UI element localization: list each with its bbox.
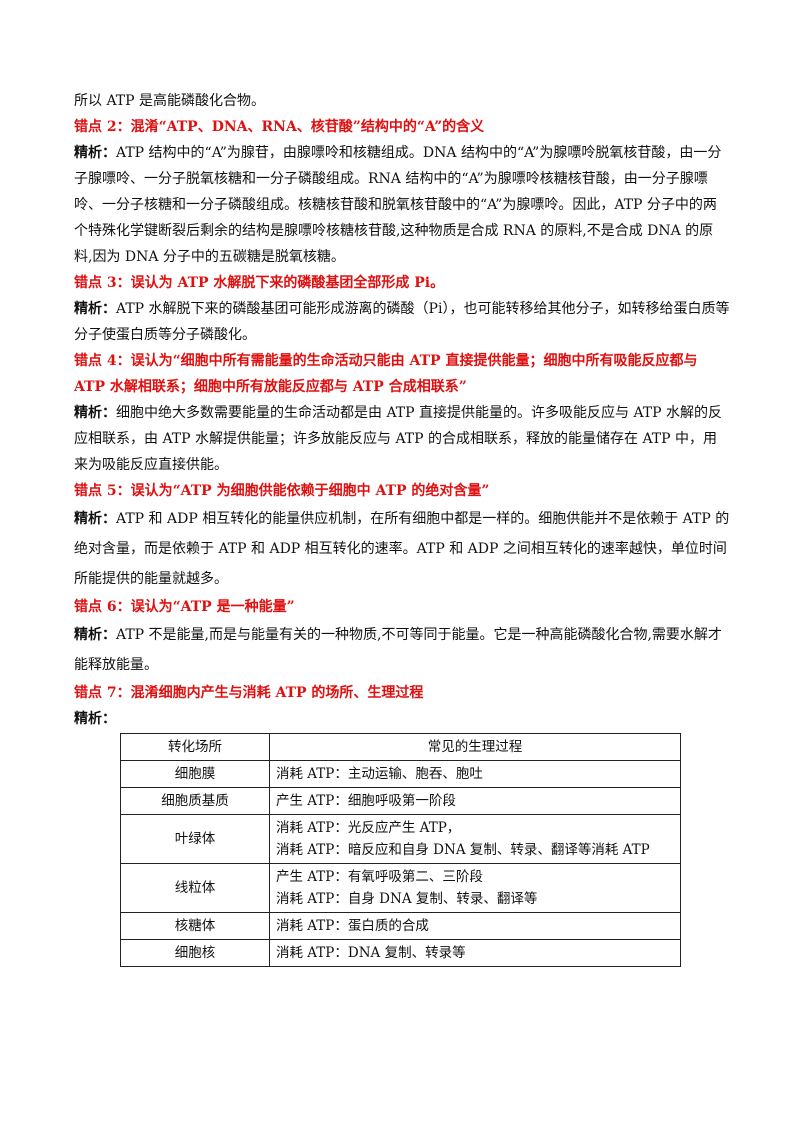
section-body-6: 精析：ATP 不是能量,而是与能量有关的一种物质,不可等同于能量。它是一种高能磷… <box>74 620 730 680</box>
section-text-5: ATP 和 ADP 相互转化的能量供应机制，在所有细胞中都是一样的。细胞供能并不… <box>74 511 730 587</box>
document-body: 所以 ATP 是高能磷酸化合物。 错点 2：混淆“ATP、DNA、RNA、核苷酸… <box>74 88 730 732</box>
table-cell-place: 核糖体 <box>120 912 270 940</box>
table-cell-process: 产生 ATP：细胞呼吸第一阶段 <box>269 787 681 815</box>
section-text-6: ATP 不是能量,而是与能量有关的一种物质,不可等同于能量。它是一种高能磷酸化合… <box>74 627 722 673</box>
table-row: 核糖体 消耗 ATP：蛋白质的合成 <box>120 912 681 940</box>
section-body-3: 精析：ATP 水解脱下来的磷酸基团可能形成游离的磷酸（Pi），也可能转移给其他分… <box>74 296 730 348</box>
table-row: 细胞核 消耗 ATP：DNA 复制、转录等 <box>120 939 681 967</box>
section-body-4: 精析：细胞中绝大多数需要能量的生命活动都是由 ATP 直接提供能量的。许多吸能反… <box>74 400 730 478</box>
section-heading-3: 错点 3：误认为 ATP 水解脱下来的磷酸基团全部形成 Pi。 <box>74 275 445 291</box>
section-heading-7: 错点 7：混淆细胞内产生与消耗 ATP 的场所、生理过程 <box>74 685 424 701</box>
section-heading-4: 错点 4：误认为“细胞中所有需能量的生命活动只能由 ATP 直接提供能量；细胞中… <box>74 353 698 395</box>
table-row: 细胞质基质 产生 ATP：细胞呼吸第一阶段 <box>120 787 681 815</box>
table-header-process: 常见的生理过程 <box>269 733 681 761</box>
process-line: 产生 ATP：细胞呼吸第一阶段 <box>276 793 456 809</box>
analysis-label: 精析： <box>74 511 116 527</box>
section-text-4: 细胞中绝大多数需要能量的生命活动都是由 ATP 直接提供能量的。许多吸能反应与 … <box>74 405 723 473</box>
analysis-label: 精析： <box>74 627 116 643</box>
process-line: 消耗 ATP：蛋白质的合成 <box>276 918 429 934</box>
atp-site-table: 转化场所 常见的生理过程 细胞膜 消耗 ATP：主动运输、胞吞、胞吐 细胞质基质… <box>120 733 681 967</box>
table-cell-place: 叶绿体 <box>120 814 270 864</box>
table-cell-place: 线粒体 <box>120 863 270 913</box>
intro-line: 所以 ATP 是高能磷酸化合物。 <box>74 93 266 109</box>
process-line: 消耗 ATP：光反应产生 ATP， <box>276 820 461 836</box>
process-line: 消耗 ATP：自身 DNA 复制、转录、翻译等 <box>276 891 538 907</box>
process-line: 产生 ATP：有氧呼吸第二、三阶段 <box>276 869 483 885</box>
table-cell-process: 消耗 ATP：DNA 复制、转录等 <box>269 939 681 967</box>
section-heading-5: 错点 5：误认为“ATP 为细胞供能依赖于细胞中 ATP 的绝对含量” <box>74 483 490 499</box>
table-cell-place: 细胞核 <box>120 939 270 967</box>
analysis-label: 精析： <box>74 405 116 421</box>
section-body-5: 精析：ATP 和 ADP 相互转化的能量供应机制，在所有细胞中都是一样的。细胞供… <box>74 504 730 594</box>
table-cell-process: 消耗 ATP：蛋白质的合成 <box>269 912 681 940</box>
section-text-3: ATP 水解脱下来的磷酸基团可能形成游离的磷酸（Pi），也可能转移给其他分子，如… <box>74 301 730 343</box>
section-heading-2: 错点 2：混淆“ATP、DNA、RNA、核苷酸”结构中的“A”的含义 <box>74 119 485 135</box>
table-header-place: 转化场所 <box>120 733 270 761</box>
table-cell-place: 细胞膜 <box>120 760 270 788</box>
table-row: 线粒体 产生 ATP：有氧呼吸第二、三阶段 消耗 ATP：自身 DNA 复制、转… <box>120 863 681 913</box>
section-heading-6: 错点 6：误认为“ATP 是一种能量” <box>74 599 295 615</box>
table-row: 叶绿体 消耗 ATP：光反应产生 ATP， 消耗 ATP：暗反应和自身 DNA … <box>120 814 681 864</box>
process-line: 消耗 ATP：DNA 复制、转录等 <box>276 945 466 961</box>
table-cell-process: 消耗 ATP：主动运输、胞吞、胞吐 <box>269 760 681 788</box>
analysis-label: 精析： <box>74 711 116 727</box>
table-cell-process: 产生 ATP：有氧呼吸第二、三阶段 消耗 ATP：自身 DNA 复制、转录、翻译… <box>269 863 681 913</box>
section-body-7: 精析： <box>74 706 730 732</box>
table-cell-place: 细胞质基质 <box>120 787 270 815</box>
section-body-2: 精析：ATP 结构中的“A”为腺苷，由腺嘌呤和核糖组成。DNA 结构中的“A”为… <box>74 140 730 270</box>
analysis-label: 精析： <box>74 301 116 317</box>
process-line: 消耗 ATP：主动运输、胞吞、胞吐 <box>276 766 483 782</box>
analysis-label: 精析： <box>74 145 116 161</box>
table-cell-process: 消耗 ATP：光反应产生 ATP， 消耗 ATP：暗反应和自身 DNA 复制、转… <box>269 814 681 864</box>
table-row: 细胞膜 消耗 ATP：主动运输、胞吞、胞吐 <box>120 760 681 788</box>
table-header-row: 转化场所 常见的生理过程 <box>120 733 681 761</box>
section-text-2: ATP 结构中的“A”为腺苷，由腺嘌呤和核糖组成。DNA 结构中的“A”为腺嘌呤… <box>74 145 722 265</box>
process-line: 消耗 ATP：暗反应和自身 DNA 复制、转录、翻译等消耗 ATP <box>276 842 650 858</box>
